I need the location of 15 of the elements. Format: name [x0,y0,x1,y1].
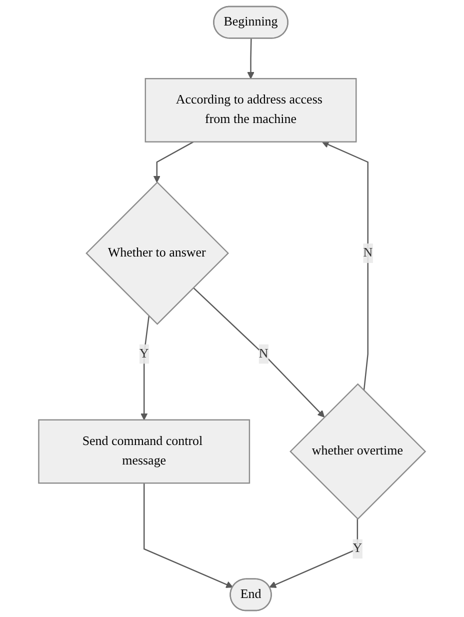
arrow [192,287,325,418]
arrow [247,38,254,79]
node-diamond: whether overtime [290,383,426,520]
edge-label: Y [139,346,149,361]
arrow [140,316,150,420]
arrow [269,518,358,588]
node-box: According to address access from the machine [144,78,357,142]
arrow [322,141,368,391]
arrow [153,141,194,183]
edge-label: N [258,346,268,361]
edge-label: Y [352,542,362,556]
arrow [144,483,234,588]
node-diamond: Whether to answer [86,182,229,325]
edge-label: N [363,246,373,260]
node-box: Send command control message [38,419,250,484]
